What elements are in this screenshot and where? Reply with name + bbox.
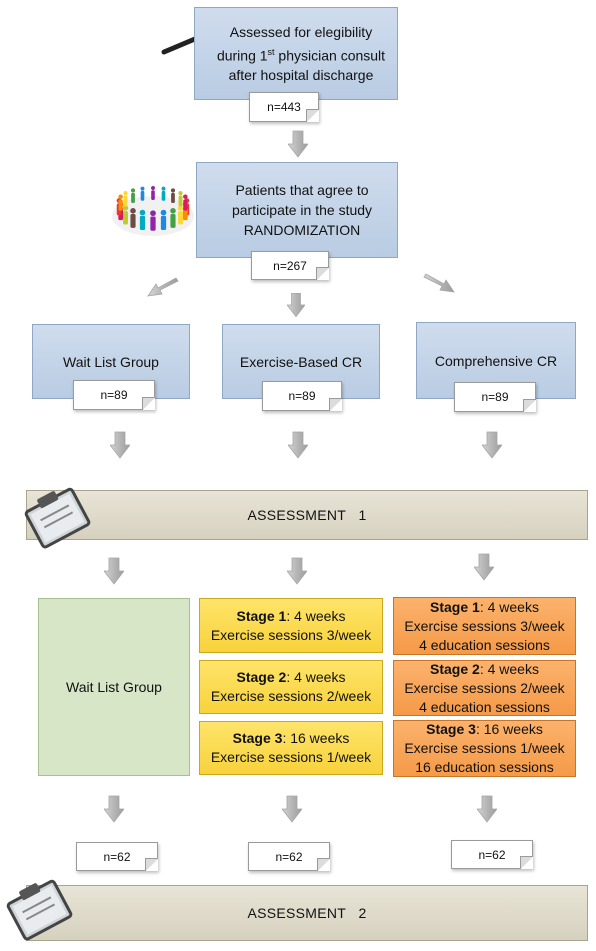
comprehensive-stage-3: Stage 3: 16 weeks Exercise sessions 1/we… [393, 720, 576, 777]
group-box-exercise: Exercise-Based CR [222, 324, 380, 399]
clipboard-icon [24, 487, 91, 549]
group-count-comprehensive: n=89 [454, 382, 536, 412]
randomization-box: Patients that agree to participate in th… [196, 162, 398, 258]
arrow-down-icon [104, 794, 124, 824]
arrow-down-icon [287, 292, 305, 318]
assessment-2-bar: ASSESSMENT 2 [26, 885, 588, 941]
clipboard-icon [6, 879, 73, 941]
arrow-down-icon [474, 552, 494, 582]
assessment-1-bar: ASSESSMENT 1 [26, 490, 588, 540]
screening-line2: during 1st physician consult [216, 46, 386, 64]
exercise-stage-3: Stage 3: 16 weeks Exercise sessions 1/we… [199, 721, 383, 775]
screening-text: Assessed for elegibility during 1st phys… [217, 22, 385, 86]
arrow-down-icon [288, 130, 308, 158]
screening-line3: after hospital discharge [228, 67, 374, 84]
randomization-line2: participate in the study [231, 202, 373, 218]
final-count-exercise: n=62 [248, 842, 330, 871]
arrow-down-icon [110, 430, 130, 460]
randomization-line3: RANDOMIZATION [243, 222, 361, 238]
arrow-down-icon [282, 794, 302, 824]
arrow-down-icon [287, 556, 307, 586]
exercise-stage-1: Stage 1: 4 weeks Exercise sessions 3/wee… [199, 598, 383, 653]
comprehensive-stage-1: Stage 1: 4 weeks Exercise sessions 3/wee… [393, 597, 576, 655]
arrow-down-left-icon [147, 277, 179, 297]
arrow-down-icon [482, 430, 502, 460]
people-circle-icon [112, 186, 194, 236]
arrow-down-icon [104, 556, 124, 586]
randomization-line1: Patients that agree to [235, 182, 369, 198]
exercise-stage-2: Stage 2: 4 weeks Exercise sessions 2/wee… [199, 660, 383, 714]
final-count-wait-list: n=62 [76, 842, 158, 871]
screening-count: n=443 [249, 92, 319, 122]
arrow-down-icon [288, 430, 308, 460]
screening-box: Assessed for elegibility during 1st phys… [194, 7, 398, 100]
screening-line1: Assessed for elegibility [229, 23, 373, 40]
arrow-down-right-icon [423, 273, 455, 293]
wait-list-intervention-box: Wait List Group [38, 598, 190, 776]
randomization-count: n=267 [251, 251, 329, 280]
comprehensive-stage-2: Stage 2: 4 weeks Exercise sessions 2/wee… [393, 660, 576, 716]
group-count-wait-list: n=89 [73, 380, 155, 410]
group-count-exercise: n=89 [262, 381, 342, 411]
final-count-comprehensive: n=62 [451, 840, 533, 869]
group-box-wait-list: Wait List Group [32, 324, 190, 399]
arrow-down-icon [477, 794, 497, 824]
